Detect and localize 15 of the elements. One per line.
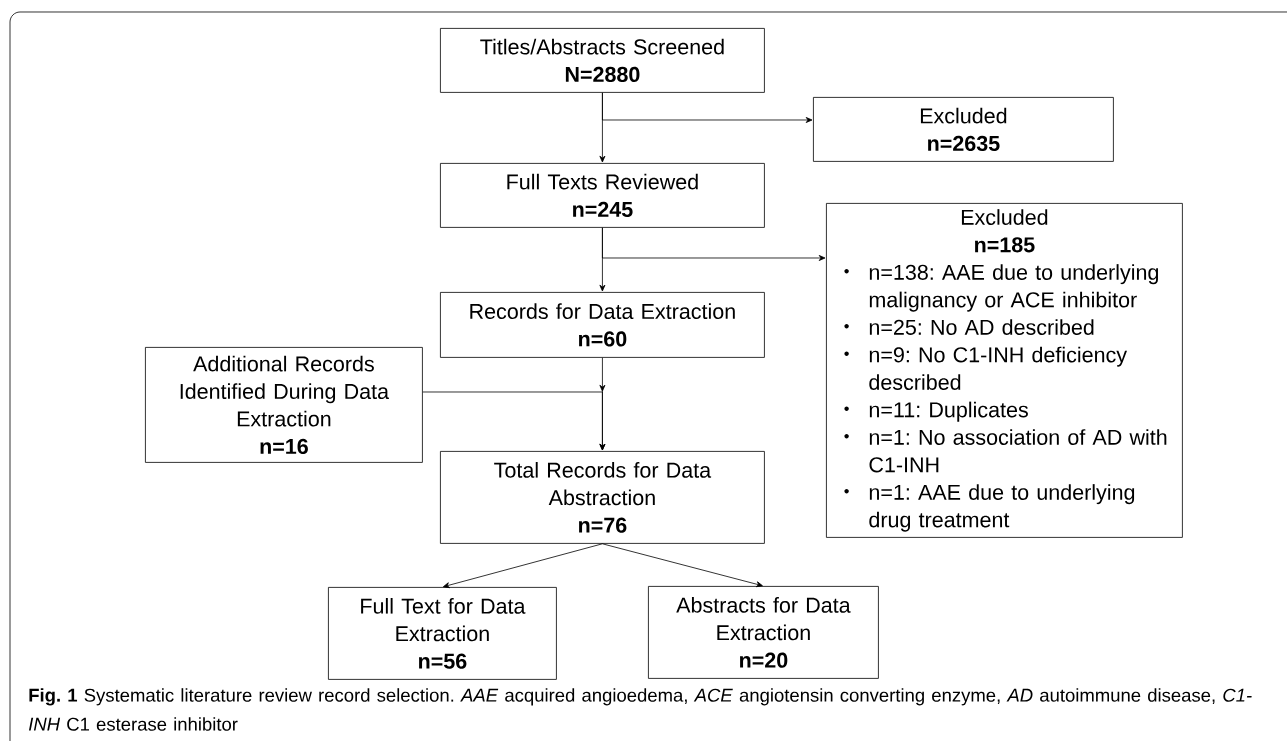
exclusion-box: Excluded n=185 n=138: AAE due to underlying malignancy or ACE inhibitor n=25: No AD described n=9: No C1-INH deficiency described n=11: Duplicates n=1: No association of AD with C1-INH n=1: AAE due to underlying drug treatment [826,203,1183,538]
arrow [422,384,606,451]
process-box: Total Records for Data Abstraction n=76 [440,451,765,544]
caption: Fig. 1 Systematic literature review record selection. AAE acquired angioedema, ACE angiotensin converting enzyme, AD autoimmune disease, C1-INH C1 esterase inhibitor [28,688,1252,731]
process-box: Full Text for Data Extraction n=56 [328,587,557,680]
process-box: Full Texts Reviewed n=245 [440,163,765,228]
arrow [602,543,763,588]
process-box: Titles/Abstracts Screened N=2880 [440,28,765,93]
process-box: Excluded n=2635 [813,97,1114,162]
process-box: Records for Data Extraction n=60 [440,292,765,358]
process-box: Abstracts for Data Extraction n=20 [648,586,879,679]
arrow [602,227,826,261]
arrow [602,92,813,123]
process-box: Additional Records Identified During Data Extraction n=16 [145,347,423,463]
arrow [442,543,603,589]
